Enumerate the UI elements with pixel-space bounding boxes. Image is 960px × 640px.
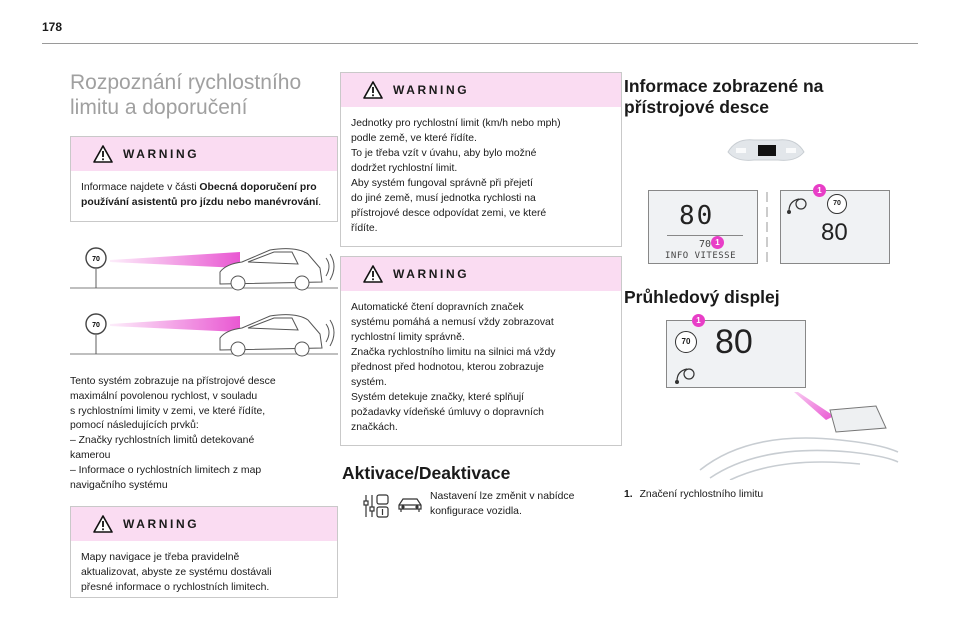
- car-icon: [219, 248, 335, 291]
- warning-box-navigation-maps: WARNING Mapy navigace je třeba pravideln…: [70, 506, 338, 598]
- speed-sign-icon: 70: [675, 331, 697, 353]
- warning-label: WARNING: [123, 147, 200, 161]
- cluster-limit: 70: [699, 239, 712, 250]
- activation-heading: Aktivace/Deaktivace: [342, 463, 511, 483]
- warning-text: Automatické čtení dopravních značek syst…: [351, 302, 556, 433]
- activation-text: Nastavení lze změnit v nabídce konfigura…: [430, 491, 575, 517]
- warning-label: WARNING: [123, 517, 200, 531]
- speed-sign-camera-icon: [675, 368, 695, 384]
- camera-detection-illustration-1: 70: [70, 247, 338, 291]
- callout-marker: 1: [813, 184, 826, 197]
- hud-projection-illustration: [699, 392, 899, 480]
- warning-label: WARNING: [393, 83, 470, 97]
- warning-triangle-icon: [363, 265, 383, 283]
- cluster-display-2: 70 80: [780, 190, 890, 264]
- cluster-speed: 80: [679, 201, 715, 231]
- callout-marker: 1: [711, 236, 724, 249]
- warning-box-units: WARNING Jednotky pro rychlostní limit (k…: [340, 72, 622, 247]
- cluster-speed: 80: [821, 219, 848, 246]
- warning-label: WARNING: [393, 267, 470, 281]
- warning-triangle-icon: [93, 145, 113, 163]
- svg-text:70: 70: [92, 322, 100, 329]
- warning-box-guidelines: WARNING Informace najdete v části Obecná…: [70, 136, 338, 222]
- column-left: Rozpoznání rychlostního limitu a doporuč…: [70, 70, 340, 120]
- dashboard-info-heading: Informace zobrazené na přístrojové desce: [624, 76, 824, 117]
- speed-sign-icon: 70: [827, 194, 847, 214]
- cluster-display-1: 80 70 INFO VITESSE: [648, 190, 758, 264]
- warning-triangle-icon: [93, 515, 113, 533]
- section-title: Rozpoznání rychlostního limitu a doporuč…: [70, 71, 302, 119]
- description-text: Tento systém zobrazuje na přístrojové de…: [70, 376, 276, 491]
- top-rule: [42, 43, 918, 44]
- warning-text: Mapy navigace je třeba pravidelně aktual…: [81, 552, 272, 593]
- warning-text: Informace najdete v části Obecná doporuč…: [81, 182, 322, 208]
- legend-item: 1. Značení rychlostního limitu: [624, 489, 764, 500]
- warning-triangle-icon: [363, 81, 383, 99]
- hud-speed: 80: [715, 323, 753, 361]
- vehicle-settings-icon: [398, 498, 422, 512]
- speed-sign-camera-icon: [787, 198, 807, 214]
- display-divider: [766, 192, 768, 264]
- settings-sliders-icon: [363, 494, 389, 518]
- cluster-info-label: INFO VITESSE: [665, 251, 737, 261]
- warning-text: Jednotky pro rychlostní limit (km/h nebo…: [351, 118, 561, 234]
- hud-display: 70 80: [666, 320, 806, 388]
- svg-text:70: 70: [92, 256, 100, 263]
- camera-detection-illustration-2: 70: [70, 313, 338, 357]
- callout-marker: 1: [692, 314, 705, 327]
- page-number: 178: [42, 20, 63, 34]
- instrument-panel-icon: [727, 139, 805, 161]
- hud-heading: Průhledový displej: [624, 287, 780, 307]
- car-icon: [219, 314, 335, 357]
- warning-box-sign-reading: WARNING Automatické čtení dopravních zna…: [340, 256, 622, 446]
